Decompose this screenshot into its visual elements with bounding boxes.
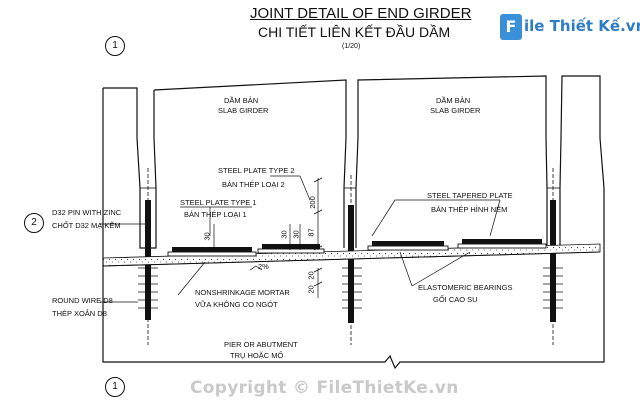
slope-label: 2% [258, 262, 269, 271]
dim-30-b: 30 [279, 230, 289, 239]
section-mark-top: 1 [105, 36, 125, 56]
pin-label-en: D32 PIN WITH ZINC [52, 208, 122, 217]
round-wire-rings [138, 267, 563, 309]
bearing-label-vi: GỐI CAO SU [433, 295, 478, 304]
steel-plate-1-label-vi: BẢN THÉP LOẠI 1 [184, 210, 247, 219]
tapered-plate-label-en: STEEL TAPERED PLATE [427, 191, 513, 200]
drawing-scale: (1/20) [342, 43, 361, 50]
logo-text: ile Thiết Kế.vn [524, 17, 640, 35]
dim-30-c: 30 [291, 230, 301, 239]
dim-20-a: 20 [306, 271, 316, 280]
dimension-lines [213, 177, 323, 298]
left-girder-outline [103, 79, 347, 249]
right-girder-outline [355, 75, 605, 248]
mortar-label-en: NONSHRINKAGE MORTAR [195, 288, 290, 297]
dim-200: 200 [307, 196, 317, 209]
elastomeric-bearings [167, 243, 547, 257]
section-mark-bottom: 1 [105, 377, 125, 397]
dim-20-b: 20 [306, 285, 316, 294]
section-mark-side: 2 [24, 213, 44, 233]
leader-lines [100, 175, 501, 303]
dim-87: 87 [306, 228, 316, 237]
drawing-title-vi: CHI TIẾT LIÊN KẾT ĐẦU DẦM [258, 24, 451, 40]
dim-30-a: 30 [202, 232, 212, 241]
pier-outline [102, 88, 605, 370]
pier-label-vi: TRỤ HOẶC MỐ [230, 351, 284, 360]
steel-plates [172, 239, 542, 252]
steel-plate-1-label-en: STEEL PLATE TYPE 1 [180, 198, 257, 207]
pin-label-vi: CHỐT D32 MẠ KẼM [52, 221, 121, 230]
round-wire-label-en: ROUND WIRE D8 [52, 296, 113, 305]
drawing-title-en: JOINT DETAIL OF END GIRDER [250, 5, 472, 22]
steel-plate-2-label-en: STEEL PLATE TYPE 2 [218, 166, 295, 175]
right-girder-label-en: SLAB GIRDER [430, 106, 481, 115]
tapered-plate-label-vi: BẢN THÉP HÌNH NÊM [431, 205, 508, 214]
round-wire-label-vi: THÉP XOẮN D8 [52, 309, 107, 318]
logo-letter: F [500, 14, 522, 40]
left-girder-label-en: SLAB GIRDER [218, 106, 269, 115]
steel-plate-2-label-vi: BẢN THÉP LOẠI 2 [222, 180, 285, 189]
mortar-label-vi: VỮA KHÔNG CO NGÓT [195, 300, 278, 309]
pier-top [102, 251, 601, 267]
bearing-label-en: ELASTOMERIC BEARINGS [418, 283, 513, 292]
left-girder-label-vi: DẦM BẢN [224, 96, 259, 105]
right-girder-label-vi: DẦM BẢN [436, 96, 471, 105]
copyright-watermark: Copyright © FileThietKe.vn [190, 378, 459, 398]
pier-label-en: PIER OR ABUTMENT [224, 340, 298, 349]
